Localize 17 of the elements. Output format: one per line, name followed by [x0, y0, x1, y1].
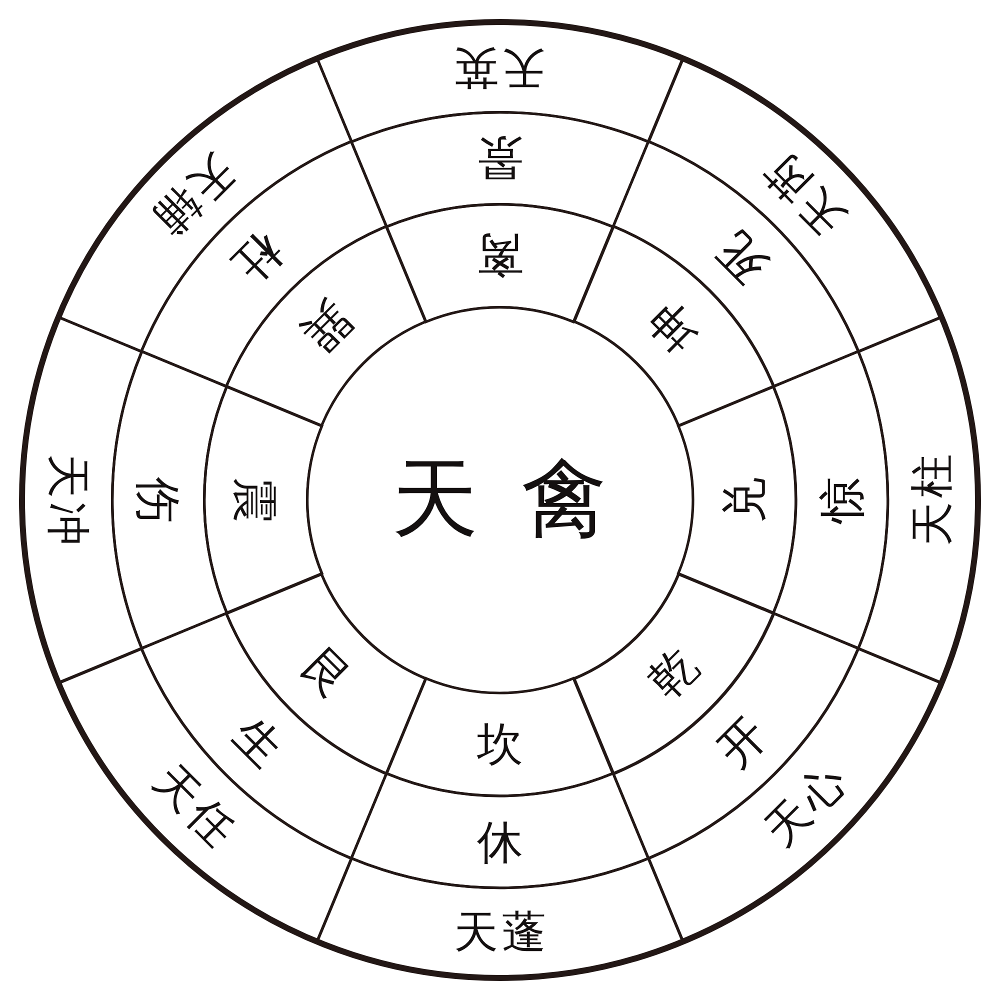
outer-ring-label: 天英: [449, 44, 548, 89]
inner-ring-label: 离: [476, 232, 523, 278]
middle-ring-label: 休: [476, 818, 523, 865]
inner-ring-label: 巽: [294, 294, 360, 360]
inner-ring-label: 坎: [476, 721, 523, 768]
middle-ring-label: 伤: [134, 476, 181, 523]
middle-ring-label: 景: [476, 134, 523, 181]
outer-ring-label: 天柱: [910, 449, 955, 548]
middle-ring-label: 惊: [818, 476, 865, 523]
inner-ring-label: 兑: [721, 476, 768, 523]
inner-ring-label: 坤: [640, 294, 706, 360]
inner-ring-label: 震: [232, 476, 278, 523]
outer-ring-label: 天冲: [44, 452, 89, 551]
inner-ring-label: 乾: [640, 640, 706, 706]
inner-ring-label: 艮: [294, 640, 360, 706]
outer-ring-label: 天蓬: [452, 910, 551, 955]
center-label: 天禽: [390, 456, 650, 542]
